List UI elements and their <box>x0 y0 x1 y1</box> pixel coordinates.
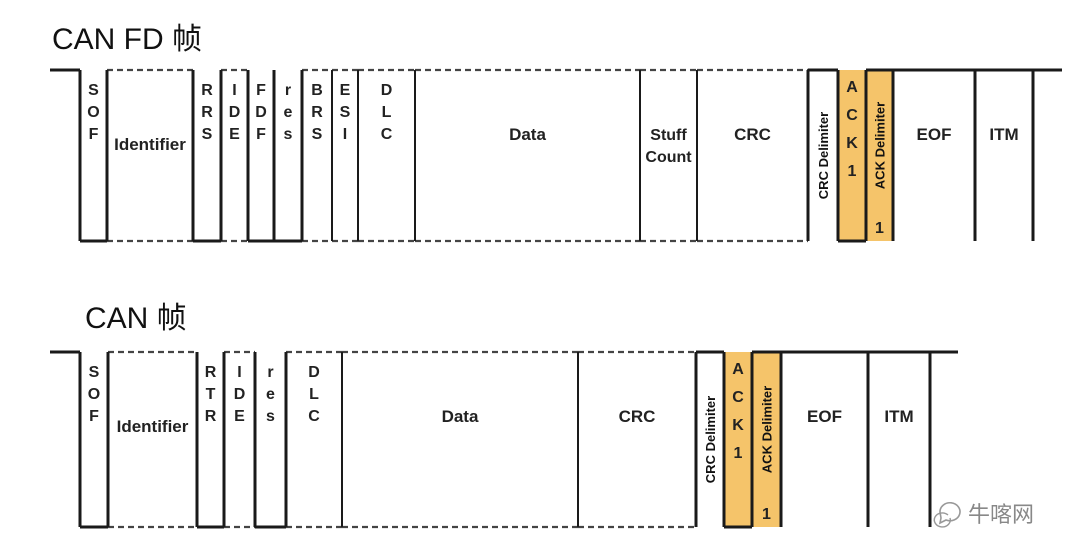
ack-delimiter-slot-fill <box>752 352 781 527</box>
field-itm: ITM <box>975 68 1033 144</box>
wechat-icon <box>933 501 961 528</box>
data-label: Data <box>509 125 546 144</box>
field-eof: EOF <box>781 350 868 426</box>
ack-delimiter-value: 1 <box>875 220 884 237</box>
ack-delimiter-label: ACK Delimiter <box>873 102 888 189</box>
can-frame-title: CAN 帧 <box>85 302 187 335</box>
field-crc: CRC <box>578 350 696 529</box>
ack-delimiter-label: ACK Delimiter <box>760 386 775 473</box>
watermark-text: 牛喀网 <box>968 503 1034 528</box>
can-fd-frame-title: CAN FD 帧 <box>52 23 202 56</box>
itm-label: ITM <box>884 407 913 426</box>
ack-delimiter-slot-fill <box>866 70 893 241</box>
eof-label: EOF <box>807 407 842 426</box>
field-identifier: Identifier <box>107 68 193 243</box>
field-ack-delimiter: ACK Delimiter 1 <box>752 350 781 527</box>
crc-label: CRC <box>734 125 771 144</box>
ack-delimiter-value: 1 <box>762 506 771 523</box>
watermark: 牛喀网 <box>933 501 1034 528</box>
identifier-label: Identifier <box>117 417 189 436</box>
identifier-label: Identifier <box>114 135 186 154</box>
crc-delimiter-label: CRC Delimiter <box>703 396 718 483</box>
itm-label: ITM <box>989 125 1018 144</box>
eof-label: EOF <box>917 125 952 144</box>
field-itm: ITM <box>868 350 930 426</box>
field-crc: CRC <box>697 68 808 243</box>
field-eof: EOF <box>893 68 975 144</box>
data-label: Data <box>442 407 479 426</box>
ack-slot-fill <box>724 352 752 527</box>
field-identifier: Identifier <box>108 350 197 529</box>
field-data: Data <box>342 350 578 529</box>
ack-slot-fill <box>838 70 866 241</box>
field-crc-delimiter: CRC Delimiter <box>808 68 838 199</box>
field-crc-delimiter: CRC Delimiter <box>696 350 724 483</box>
field-data: Data <box>415 68 640 243</box>
crc-label: CRC <box>619 407 656 426</box>
field-ack-delimiter: ACK Delimiter 1 <box>866 68 893 241</box>
crc-delimiter-label: CRC Delimiter <box>816 112 831 199</box>
